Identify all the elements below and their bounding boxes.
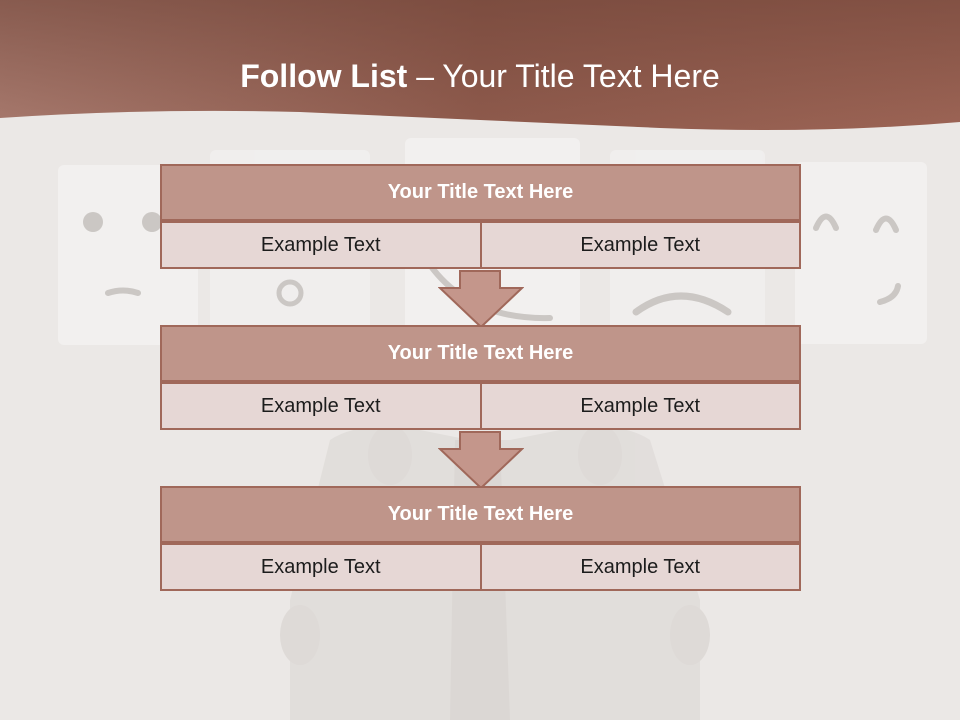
block-row: Example Text Example Text bbox=[160, 543, 801, 591]
list-block-2: Your Title Text Here Example Text Exampl… bbox=[160, 325, 801, 430]
slide-title-bold: Follow List bbox=[240, 58, 408, 94]
block-cell-right: Example Text bbox=[481, 382, 801, 430]
block-row: Example Text Example Text bbox=[160, 382, 801, 430]
list-block-1: Your Title Text Here Example Text Exampl… bbox=[160, 164, 801, 269]
list-block-3: Your Title Text Here Example Text Exampl… bbox=[160, 486, 801, 591]
block-cell-left: Example Text bbox=[160, 382, 482, 430]
down-arrow-icon bbox=[438, 431, 524, 489]
slide-title-rest: – Your Title Text Here bbox=[407, 58, 720, 94]
slide-title: Follow List – Your Title Text Here bbox=[0, 52, 960, 102]
down-arrow-icon bbox=[438, 270, 524, 328]
block-cell-right: Example Text bbox=[481, 221, 801, 269]
block-row: Example Text Example Text bbox=[160, 221, 801, 269]
block-title: Your Title Text Here bbox=[160, 164, 801, 221]
block-title: Your Title Text Here bbox=[160, 486, 801, 543]
block-title: Your Title Text Here bbox=[160, 325, 801, 382]
block-cell-right: Example Text bbox=[481, 543, 801, 591]
block-cell-left: Example Text bbox=[160, 221, 482, 269]
block-cell-left: Example Text bbox=[160, 543, 482, 591]
